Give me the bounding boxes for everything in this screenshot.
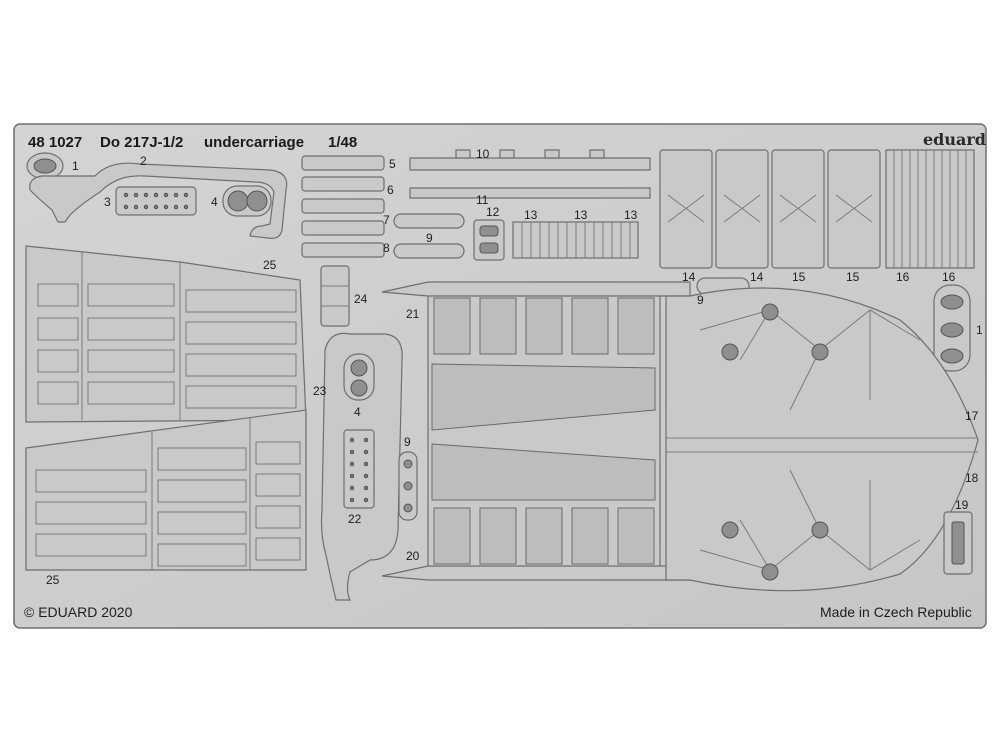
label-9-b: 9 xyxy=(697,293,704,307)
part-25-upper-panel xyxy=(25,245,307,423)
part-4-double-ring-center xyxy=(343,353,375,401)
kit-number: 48 1027 xyxy=(28,134,82,151)
part-number-labels: 1 2 3 4 5 6 7 8 9 10 11 12 13 13 13 14 1… xyxy=(46,147,983,587)
copyright: © EDUARD 2020 xyxy=(24,604,133,620)
label-16-a: 16 xyxy=(896,270,910,284)
part-9-tabs xyxy=(393,213,465,259)
part-21-rail xyxy=(381,281,691,297)
origin-label: Made in Czech Republic xyxy=(820,604,972,620)
label-18: 18 xyxy=(965,471,979,485)
part-11-rail xyxy=(409,187,651,199)
label-13-a: 13 xyxy=(524,208,538,222)
label-3: 3 xyxy=(104,195,111,209)
footer: © EDUARD 2020 Made in Czech Republic xyxy=(24,604,972,620)
part-1-oval xyxy=(26,152,64,180)
label-15-a: 15 xyxy=(792,270,806,284)
part-21-door xyxy=(427,291,661,575)
kit-model: Do 217J-1/2 xyxy=(100,134,183,151)
part-22-strip xyxy=(343,429,375,509)
label-15-b: 15 xyxy=(846,270,860,284)
part-4-double-ring xyxy=(222,185,272,217)
label-17: 17 xyxy=(965,409,979,423)
label-22: 22 xyxy=(348,512,362,526)
parts-14-15-panels xyxy=(659,149,881,269)
label-2: 2 xyxy=(140,154,147,168)
label-14-a: 14 xyxy=(682,270,696,284)
label-1-b: 1 xyxy=(976,323,983,337)
header: 48 1027 Do 217J-1/2 undercarriage 1/48 e… xyxy=(28,130,986,151)
label-20: 20 xyxy=(406,549,420,563)
part-19-bracket xyxy=(943,511,973,575)
label-9-a: 9 xyxy=(426,231,433,245)
part-24-block xyxy=(320,265,350,327)
part-1-right xyxy=(933,284,971,372)
part-2-frame xyxy=(29,162,288,239)
label-13-b: 13 xyxy=(574,208,588,222)
label-11: 11 xyxy=(476,193,489,207)
label-16-b: 16 xyxy=(942,270,956,284)
label-13-c: 13 xyxy=(624,208,638,222)
label-4: 4 xyxy=(211,195,218,209)
label-25-a: 25 xyxy=(263,258,277,272)
label-9-c: 9 xyxy=(404,435,411,449)
label-4-b: 4 xyxy=(354,405,361,419)
label-6: 6 xyxy=(387,183,394,197)
part-9-tabs-vertical xyxy=(398,451,418,521)
label-12: 12 xyxy=(486,205,500,219)
brand-logo: eduard xyxy=(923,130,986,149)
part-13-comb xyxy=(512,221,639,259)
kit-subject: undercarriage xyxy=(204,134,304,151)
label-21: 21 xyxy=(406,307,420,321)
part-10-rail xyxy=(409,149,651,171)
label-5: 5 xyxy=(389,157,396,171)
label-14-b: 14 xyxy=(750,270,764,284)
label-8: 8 xyxy=(383,241,390,255)
part-3-plate xyxy=(115,186,197,216)
label-19: 19 xyxy=(955,498,969,512)
parts-5-8-strips xyxy=(301,155,385,258)
part-20-rail xyxy=(381,565,691,581)
part-12-bracket xyxy=(473,219,505,261)
label-23: 23 xyxy=(313,384,327,398)
part-17-18-panel xyxy=(665,287,979,592)
label-10: 10 xyxy=(476,147,490,161)
kit-scale: 1/48 xyxy=(328,134,357,151)
label-7: 7 xyxy=(383,213,390,227)
label-1: 1 xyxy=(72,159,79,173)
label-24: 24 xyxy=(354,292,368,306)
label-25-b: 25 xyxy=(46,573,60,587)
part-16-strips xyxy=(885,149,975,269)
part-25-lower-panel xyxy=(25,409,307,571)
